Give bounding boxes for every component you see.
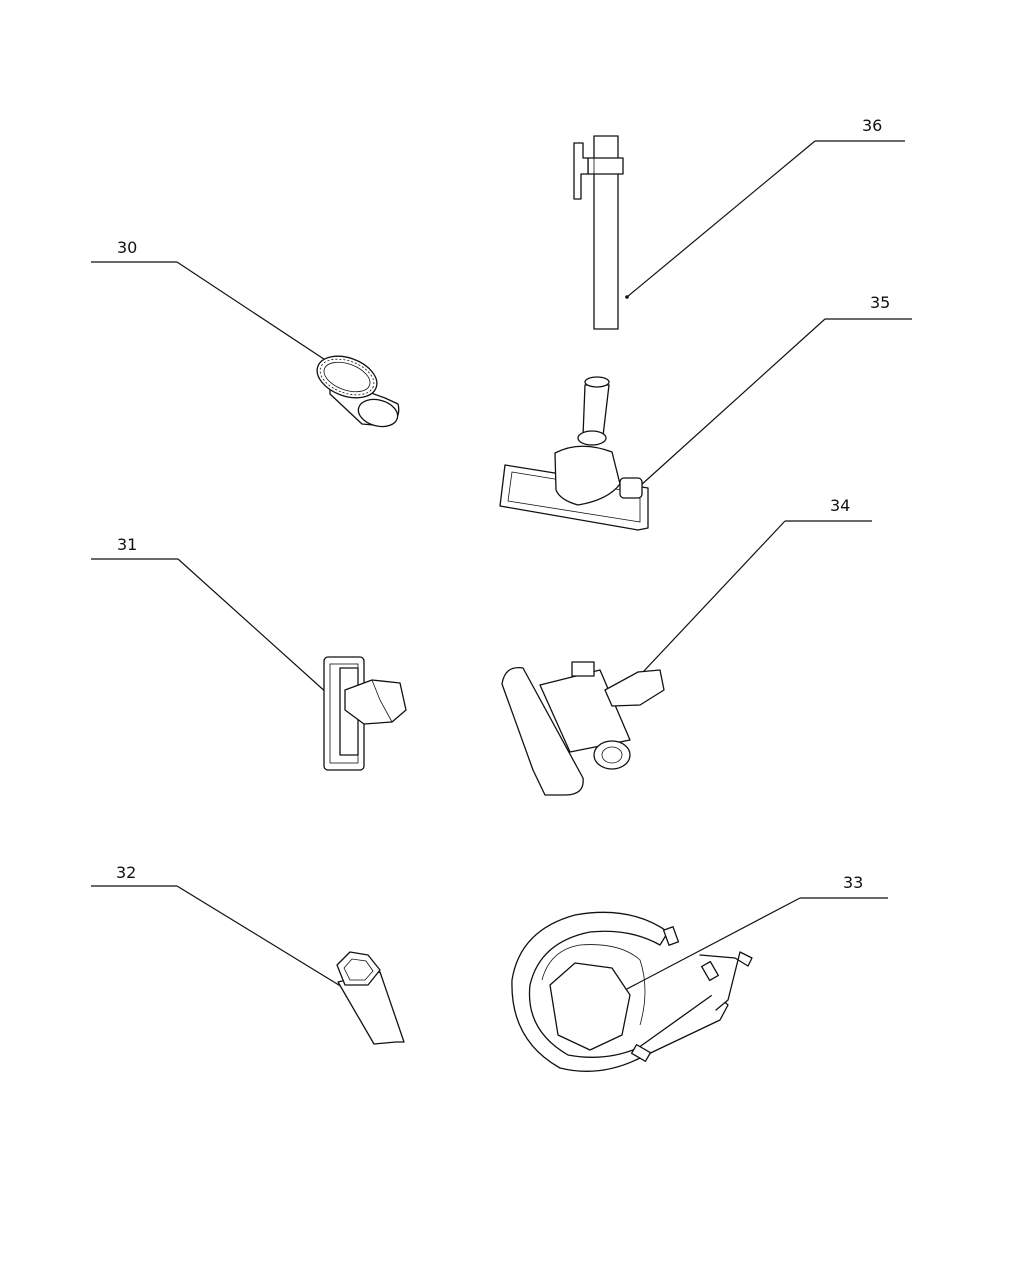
callout-35: 35 [639, 293, 912, 487]
callout-label-34: 34 [830, 496, 850, 515]
callout-label-30: 30 [117, 238, 137, 257]
turbo-brush-part [501, 661, 665, 796]
leader-line-32 [176, 885, 348, 991]
callout-label-32: 32 [116, 863, 136, 882]
crevice-tool-part [336, 951, 405, 1045]
callout-33: 33 [624, 873, 888, 991]
callout-31: 31 [91, 535, 339, 704]
callout-label-36: 36 [862, 116, 882, 135]
hose-part [511, 911, 753, 1072]
leader-line-36 [626, 140, 816, 298]
leader-line-30 [176, 261, 346, 374]
round-brush-part [316, 355, 400, 428]
callout-30: 30 [91, 238, 346, 374]
callout-32: 32 [91, 863, 348, 991]
callout-label-31: 31 [117, 535, 137, 554]
floor-nozzle-part [499, 376, 649, 531]
callout-label-35: 35 [870, 293, 890, 312]
leader-line-31 [177, 558, 339, 704]
leader-line-35 [639, 318, 826, 487]
callout-36: 36 [625, 116, 905, 299]
extension-tube-part [573, 135, 624, 330]
upholstery-nozzle-part [323, 656, 407, 771]
leader-dot-36 [625, 295, 629, 299]
callout-label-33: 33 [843, 873, 863, 892]
leader-line-33 [624, 897, 801, 991]
